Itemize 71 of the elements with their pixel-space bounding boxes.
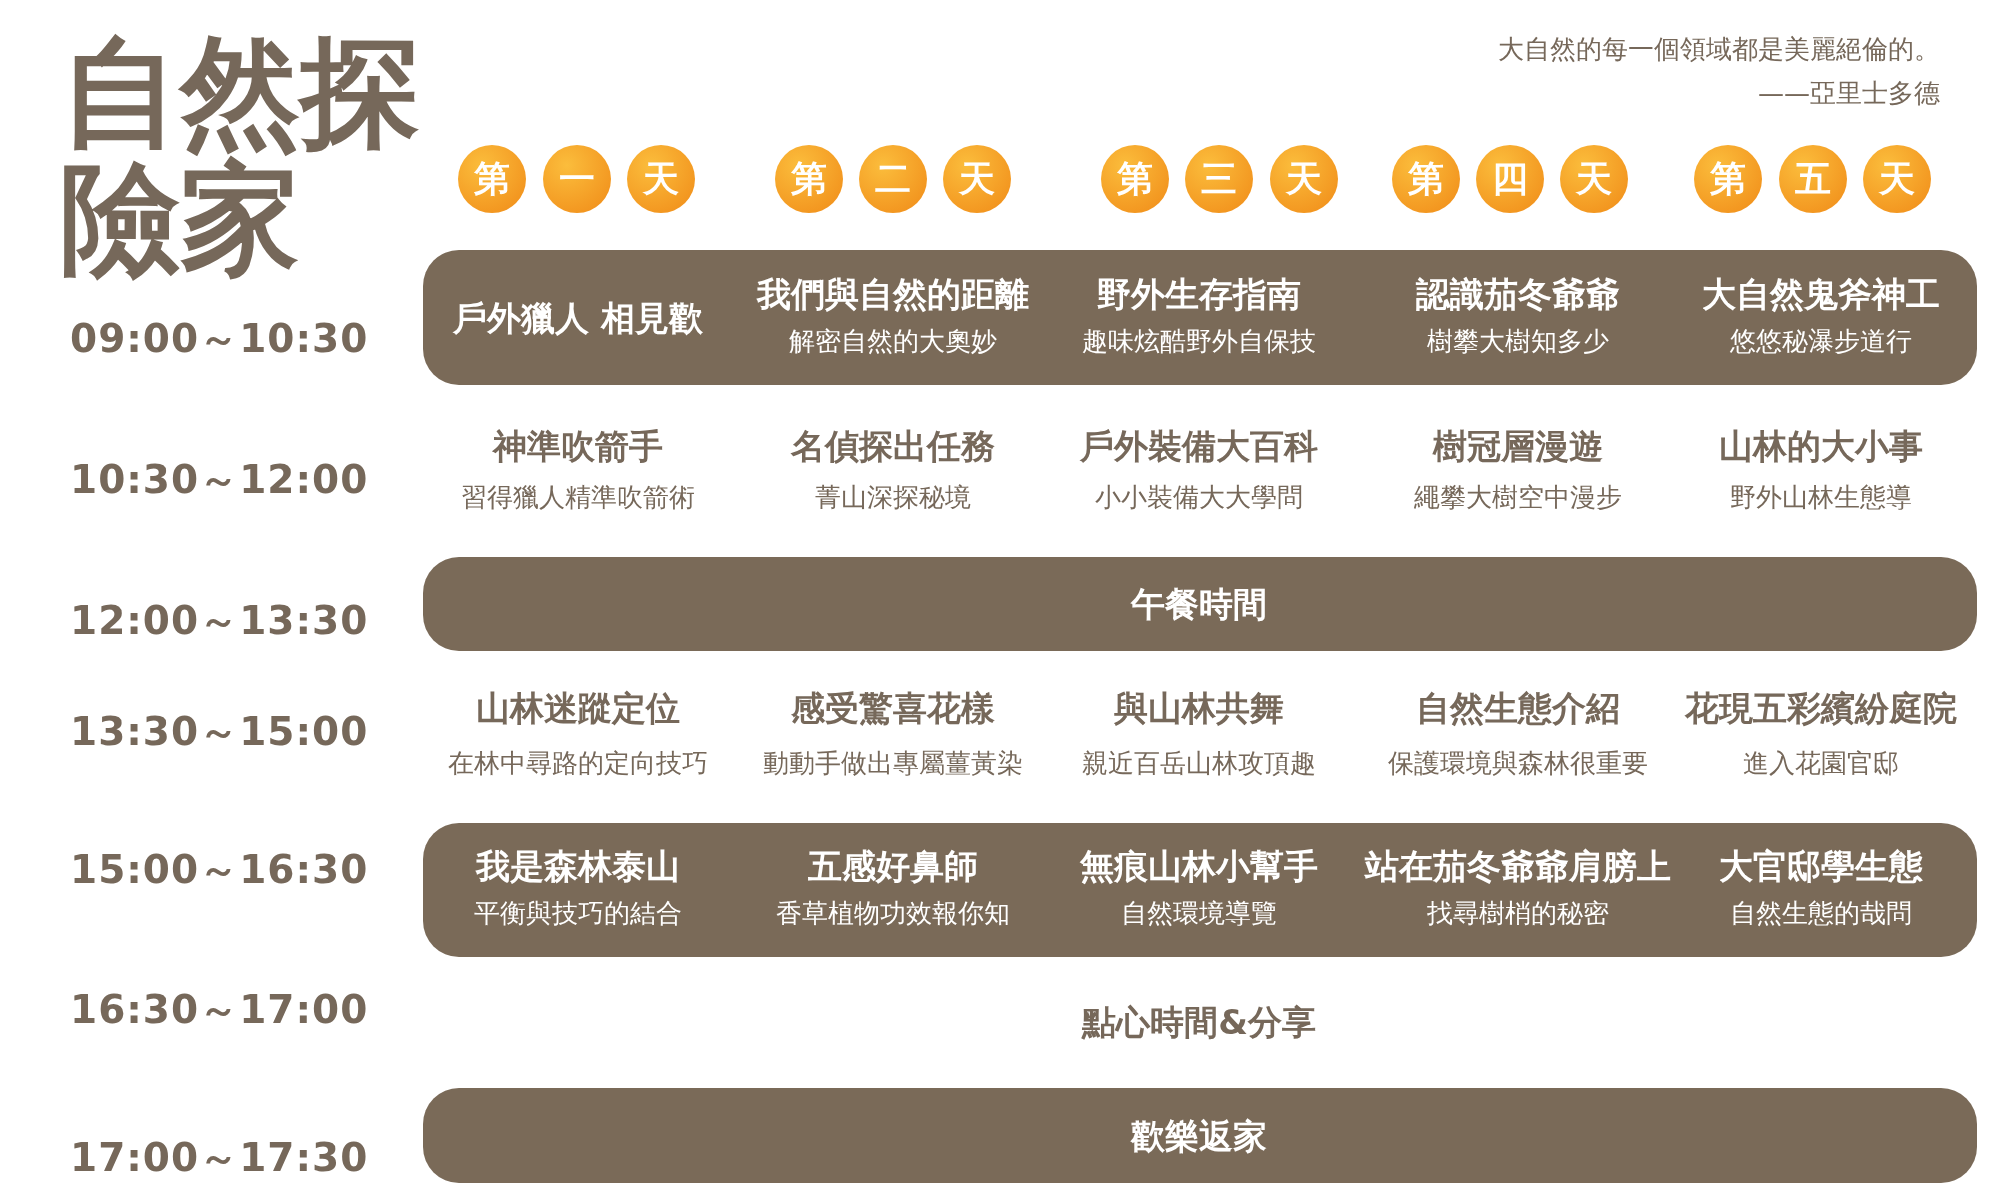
activity-subtitle: 習得獵人精準吹箭術: [461, 481, 695, 514]
activity-subtitle: 趣味炫酷野外自保技: [1082, 324, 1316, 358]
day-badge: 第: [1101, 145, 1169, 213]
activity-subtitle: 平衡與技巧的結合: [474, 897, 682, 930]
activity-subtitle: 繩攀大樹空中漫步: [1414, 481, 1622, 514]
day-badge: 五: [1779, 145, 1847, 213]
activity-title: 認識茄冬爺爺: [1416, 272, 1620, 316]
day-badge: 第: [458, 145, 526, 213]
schedule-band: [423, 823, 1977, 957]
activity-title: 站在茄冬爺爺肩膀上: [1365, 845, 1671, 888]
day-badge: 四: [1476, 145, 1544, 213]
quote-text: 大自然的每一個領域都是美麗絕倫的。: [1498, 33, 1940, 66]
time-label: 17:00～17:30: [70, 1134, 369, 1182]
activity-title: 我是森林泰山: [476, 845, 680, 888]
time-label: 12:00～13:30: [70, 597, 369, 645]
activity-title: 五感好鼻師: [808, 845, 978, 888]
day-badge: 天: [627, 145, 695, 213]
activity-title: 自然生態介紹: [1416, 687, 1620, 730]
time-label: 13:30～15:00: [70, 708, 369, 756]
time-label: 09:00～10:30: [70, 315, 369, 363]
activity-title: 樹冠層漫遊: [1433, 425, 1603, 468]
day-badge: 天: [943, 145, 1011, 213]
activity-subtitle: 香草植物功效報你知: [776, 897, 1010, 930]
activity-subtitle: 動動手做出專屬薑黃染: [763, 747, 1023, 780]
activity-title: 歡樂返家: [1131, 1114, 1267, 1158]
activity-title: 名偵探出任務: [791, 425, 995, 468]
activity-subtitle: 進入花園官邸: [1743, 747, 1899, 780]
activity-subtitle: 解密自然的大奧妙: [789, 324, 997, 358]
activity-title: 野外生存指南: [1097, 272, 1301, 316]
activity-title: 花現五彩繽紛庭院: [1685, 687, 1957, 730]
activity-title: 感受驚喜花樣: [791, 687, 995, 730]
schedule-band: [423, 250, 1977, 385]
day-badge: 一: [543, 145, 611, 213]
time-label: 10:30～12:00: [70, 456, 369, 504]
activity-subtitle: 自然環境導覽: [1121, 897, 1277, 930]
time-label: 15:00～16:30: [70, 846, 369, 894]
title-heading: 自然探險家: [60, 30, 420, 282]
activity-subtitle: 在林中尋路的定向技巧: [448, 747, 708, 780]
schedule-band: [423, 557, 1977, 651]
day-badge: 天: [1270, 145, 1338, 213]
activity-title: 我們與自然的距離: [757, 272, 1029, 316]
activity-title: 大官邸學生態: [1719, 845, 1923, 888]
activity-title: 與山林共舞: [1114, 687, 1284, 730]
activity-title: 戶外獵人 相見歡: [453, 296, 703, 340]
activity-subtitle: 找尋樹梢的秘密: [1427, 897, 1609, 930]
activity-title: 山林的大小事: [1719, 425, 1923, 468]
activity-title: 山林迷蹤定位: [476, 687, 680, 730]
time-label: 16:30～17:00: [70, 986, 369, 1034]
activity-title: 大自然鬼斧神工: [1702, 272, 1940, 316]
quote-author: ——亞里士多德: [1758, 77, 1940, 110]
activity-title: 戶外裝備大百科: [1080, 425, 1318, 468]
activity-subtitle: 菁山深探秘境: [815, 481, 971, 514]
day-badge: 第: [1392, 145, 1460, 213]
activity-subtitle: 親近百岳山林攻頂趣: [1082, 747, 1316, 780]
activity-subtitle: 野外山林生態導: [1730, 481, 1912, 514]
activity-subtitle: 小小裝備大大學問: [1095, 481, 1303, 514]
day-badge: 天: [1863, 145, 1931, 213]
day-badge: 三: [1185, 145, 1253, 213]
day-badge: 第: [775, 145, 843, 213]
activity-title: 神準吹箭手: [493, 425, 663, 468]
day-badge: 二: [859, 145, 927, 213]
activity-title: 午餐時間: [1131, 583, 1267, 626]
activity-subtitle: 自然生態的哉問: [1730, 897, 1912, 930]
activity-title: 點心時間&分享: [1082, 1001, 1316, 1044]
activity-subtitle: 樹攀大樹知多少: [1427, 324, 1609, 358]
activity-subtitle: 保護環境與森林很重要: [1388, 747, 1648, 780]
day-badge: 第: [1694, 145, 1762, 213]
activity-subtitle: 悠悠秘瀑步道行: [1730, 324, 1912, 358]
activity-title: 無痕山林小幫手: [1080, 845, 1318, 888]
schedule-band: [423, 1088, 1977, 1183]
day-badge: 天: [1560, 145, 1628, 213]
